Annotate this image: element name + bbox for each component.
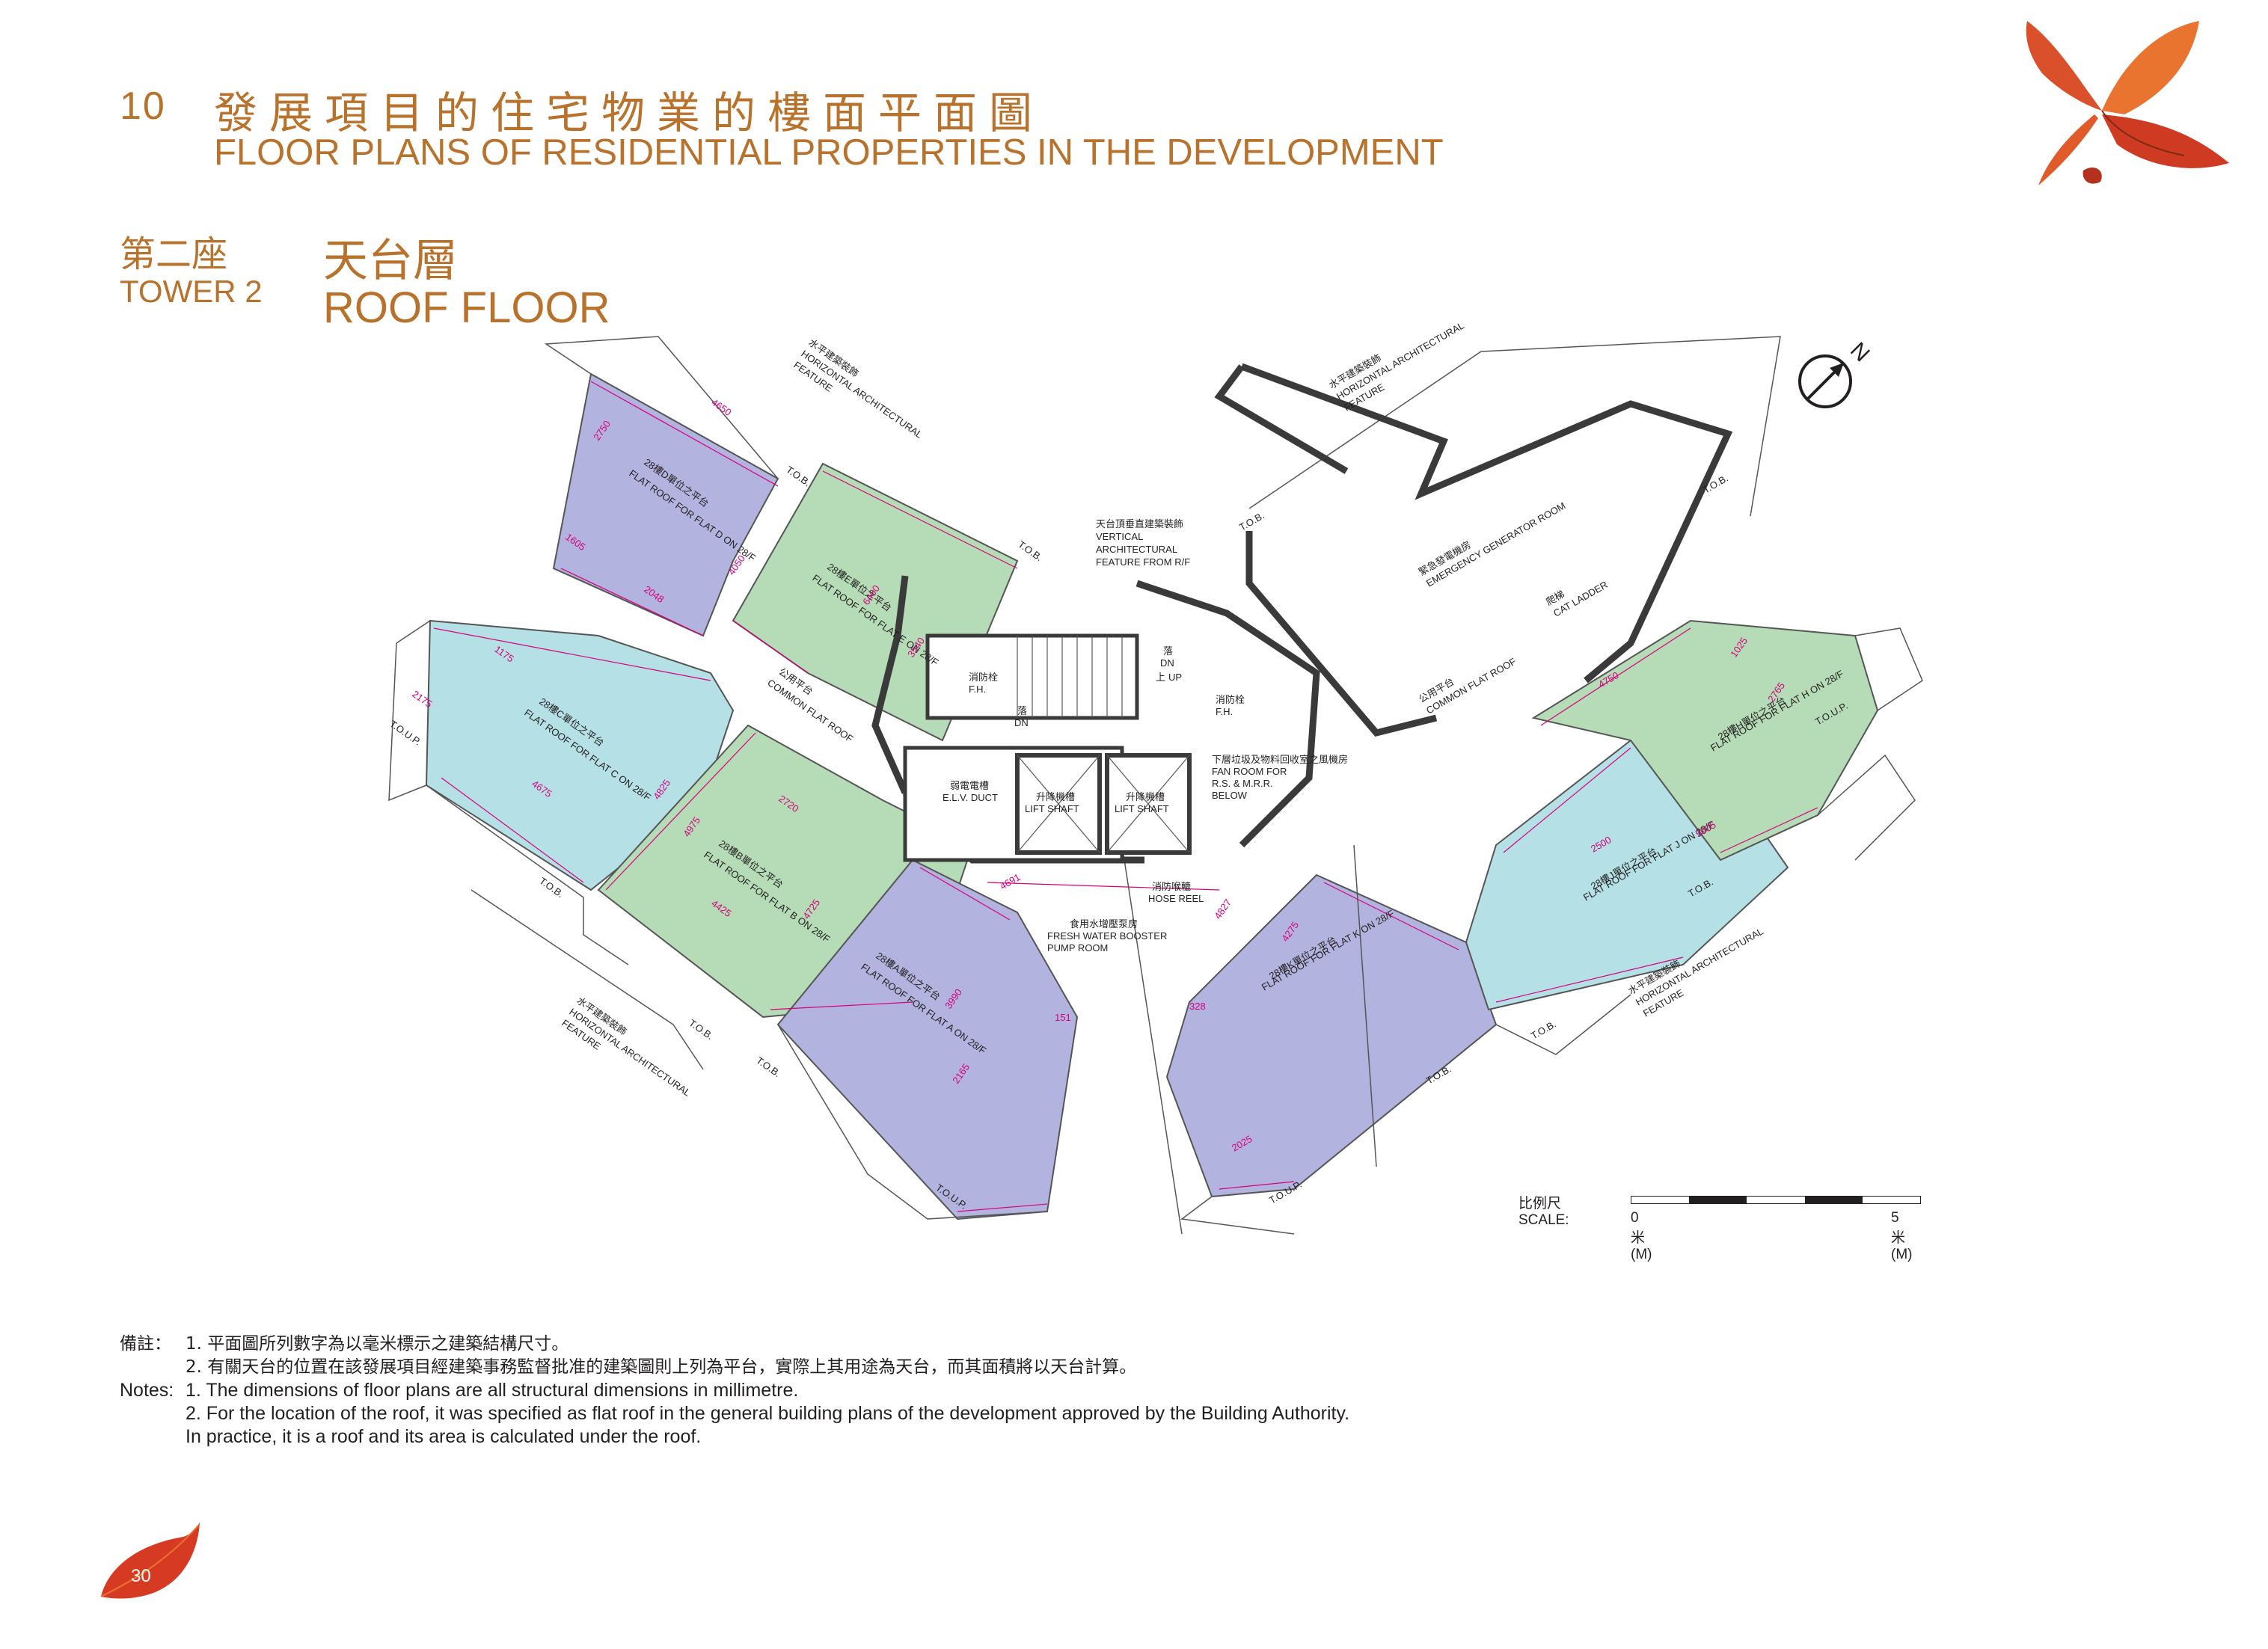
- vertical-feature-zh: 天台頂垂直建築裝飾: [1096, 518, 1183, 529]
- dn-en-1: DN: [1014, 717, 1029, 728]
- flat-roof-h: [1531, 619, 1879, 862]
- egr-en: EMERGENCY GENERATOR ROOM: [1424, 500, 1567, 589]
- hose-zh: 消防喉轆: [1152, 881, 1191, 892]
- toup-label-1: T.O.U.P.: [387, 718, 423, 748]
- fh-zh-1: 消防栓: [969, 672, 998, 683]
- note-en-2: 2. For the location of the roof, it was …: [186, 1403, 1350, 1447]
- tob-label-3: T.O.B.: [1237, 510, 1266, 533]
- page-leaf-icon: [100, 1522, 200, 1599]
- page-title-zh: 發展項目的住宅物業的樓面平面圖: [214, 87, 1045, 138]
- note-zh-2: 2. 有關天台的位置在該發展項目經建築事務監督批准的建築圖則上列為平台，實際上其…: [186, 1357, 1137, 1377]
- section-number: 10: [120, 85, 166, 128]
- horizontal-feature-sw-en-1: HORIZONTAL ARCHITECTURAL: [567, 1006, 693, 1099]
- lift-en-1: LIFT SHAFT: [1025, 803, 1079, 814]
- scale-end: 5米(M): [1891, 1210, 1913, 1262]
- elv-zh: 弱電電槽: [950, 780, 989, 791]
- up-en: UP: [1168, 672, 1182, 683]
- fan-en-3: BELOW: [1212, 790, 1248, 801]
- up-zh: 上: [1156, 672, 1165, 683]
- lift-zh-2: 升降機槽: [1126, 791, 1165, 802]
- vertical-feature-en-2: ARCHITECTURAL: [1096, 544, 1177, 555]
- horizontal-feature-en-1: HORIZONTAL ARCHITECTURAL: [799, 348, 925, 440]
- north-label: N: [1845, 338, 1875, 367]
- vertical-feature-en-1: VERTICAL: [1096, 531, 1143, 542]
- floor-plan: N 水平建築裝飾 HORIZONTAL ARCHITECTURAL FEATUR…: [387, 322, 1923, 1235]
- fh-en-1: F.H.: [969, 684, 986, 695]
- dimension-label: 151: [1055, 1012, 1071, 1023]
- flat-roof-k: [1165, 873, 1498, 1198]
- notes-head-en: Notes:: [120, 1380, 174, 1401]
- tower-label-zh: 第二座: [120, 233, 228, 275]
- tob-label-5: T.O.B.: [537, 875, 566, 900]
- flat-roof-c: [425, 619, 735, 891]
- elv-en: E.L.V. DUCT: [943, 792, 998, 803]
- tob-label-9: T.O.B.: [1529, 1019, 1558, 1042]
- fan-en-1: FAN ROOM FOR: [1212, 766, 1287, 777]
- lift-zh-1: 升降機槽: [1036, 791, 1075, 802]
- dimension-label: 328: [1189, 1001, 1206, 1012]
- page-number: 30: [131, 1566, 151, 1586]
- fan-zh: 下層垃圾及物料回收室之風機房: [1212, 754, 1348, 765]
- fh-en-2: F.H.: [1216, 706, 1233, 717]
- note-en-1: 1. The dimensions of floor plans are all…: [186, 1380, 799, 1401]
- dimension-label: 4827: [1212, 897, 1233, 921]
- dn-en-2: DN: [1160, 657, 1174, 669]
- lift-en-2: LIFT SHAFT: [1115, 803, 1169, 814]
- north-arrow-icon: N: [1798, 338, 1875, 408]
- tob-label-2: T.O.B.: [1016, 538, 1044, 563]
- tob-label-7: T.O.B.: [754, 1054, 782, 1079]
- scale-bar-graphic: [1631, 1196, 1921, 1204]
- tower-label-en: TOWER 2: [120, 274, 263, 309]
- flat-roof-d: [552, 372, 779, 637]
- scale-start: 0米(M): [1631, 1210, 1652, 1262]
- leaf-decoration-icon: [2026, 21, 2229, 185]
- note-zh-1: 1. 平面圖所列數字為以毫米標示之建築結構尺寸。: [186, 1334, 569, 1354]
- notes: 備註： 1. 平面圖所列數字為以毫米標示之建築結構尺寸。 2. 有關天台的位置在…: [120, 1333, 1360, 1449]
- fh-zh-2: 消防栓: [1216, 694, 1245, 705]
- horizontal-feature-ne-en-1: HORIZONTAL ARCHITECTURAL: [1334, 322, 1466, 402]
- pump-en-2: PUMP ROOM: [1047, 942, 1108, 954]
- hose-en: HOSE REEL: [1148, 893, 1204, 904]
- dn-zh-1: 落: [1017, 705, 1027, 716]
- scale-label: 比例尺 SCALE:: [1518, 1196, 1569, 1228]
- notes-head-zh: 備註：: [120, 1334, 171, 1354]
- vertical-feature-en-3: FEATURE FROM R/F: [1096, 556, 1190, 568]
- dn-zh-2: 落: [1163, 645, 1173, 657]
- dimension-label: 4691: [998, 871, 1023, 891]
- pump-en-1: FRESH WATER BOOSTER: [1047, 930, 1167, 942]
- dimension-label: 4650: [709, 396, 733, 418]
- tob-label-6: T.O.B.: [687, 1017, 715, 1042]
- page-title-en: FLOOR PLANS OF RESIDENTIAL PROPERTIES IN…: [214, 132, 1444, 173]
- fan-en-2: R.S. & M.R.R.: [1212, 778, 1273, 789]
- pump-zh: 食用水增壓泵房: [1070, 918, 1138, 930]
- floor-label-en: ROOF FLOOR: [323, 283, 610, 332]
- floor-label-zh: 天台層: [323, 235, 458, 287]
- tob-label-1: T.O.B.: [784, 464, 812, 488]
